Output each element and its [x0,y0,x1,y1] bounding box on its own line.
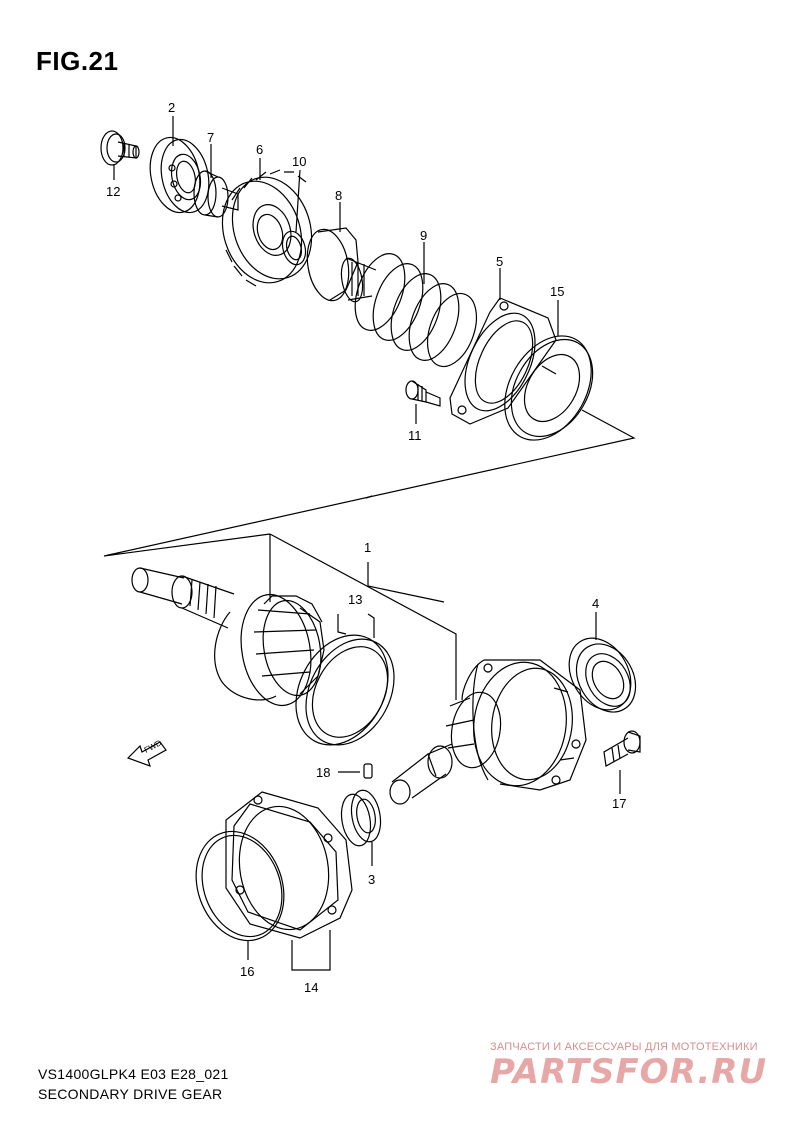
part-18-dowel-pin [338,763,373,779]
assembly-connector-lines [103,409,636,557]
part-1-driven-gear-housing [389,659,587,805]
part-6-gear [221,169,313,287]
callout-3: 3 [368,872,375,887]
callout-17: 17 [612,796,626,811]
part-11-bolt [405,380,441,407]
callout-16: 16 [240,964,254,979]
callout-6: 6 [256,142,263,157]
part-15-shim [504,335,594,441]
callout-12: 12 [106,184,120,199]
part-13-shim-ring [295,613,395,746]
part-1-drive-shaft-gear [131,567,325,707]
part-10-circlip [281,230,307,266]
callout-leaders [113,116,559,424]
part-2-bearing [149,136,210,214]
forward-arrow-icon: FWD [126,738,167,767]
callout-numbers: 1 2 3 4 5 6 7 8 9 10 11 12 13 14 15 16 1… [106,100,626,995]
part-8-cam [306,227,377,303]
part-5-plate [449,297,557,425]
callout-7: 7 [207,130,214,145]
part-7-collar [193,170,239,218]
figure-title: FIG.21 [36,46,119,76]
callout-18: 18 [316,765,330,780]
part-14-cover [225,791,353,971]
part-9-spring [354,253,478,368]
callout-2: 2 [168,100,175,115]
callout-5: 5 [496,254,503,269]
part-12-bolt [100,130,140,166]
watermark-logo: PARTSFOR.RU [490,1052,768,1092]
callout-1: 1 [364,540,371,555]
callout-13: 13 [348,592,362,607]
part-17-bolt [603,730,641,794]
callout-9: 9 [420,228,427,243]
part-1-group-lines [269,533,457,700]
model-code: VS1400GLPK4 E03 E28_021 [38,1066,229,1082]
callout-4: 4 [592,596,599,611]
watermark-tagline: ЗАПЧАСТИ И АКСЕССУАРЫ ДЛЯ МОТОТЕХНИКИ [490,1041,758,1053]
part-3-needle-bearing [340,789,382,866]
diagram-caption: SECONDARY DRIVE GEAR [38,1086,223,1102]
callout-11: 11 [408,428,422,443]
part-16-o-ring [195,830,285,960]
callout-8: 8 [335,188,342,203]
part-4-oil-seal [568,612,637,713]
callout-10: 10 [292,154,306,169]
callout-14: 14 [304,980,318,995]
callout-15: 15 [550,284,564,299]
